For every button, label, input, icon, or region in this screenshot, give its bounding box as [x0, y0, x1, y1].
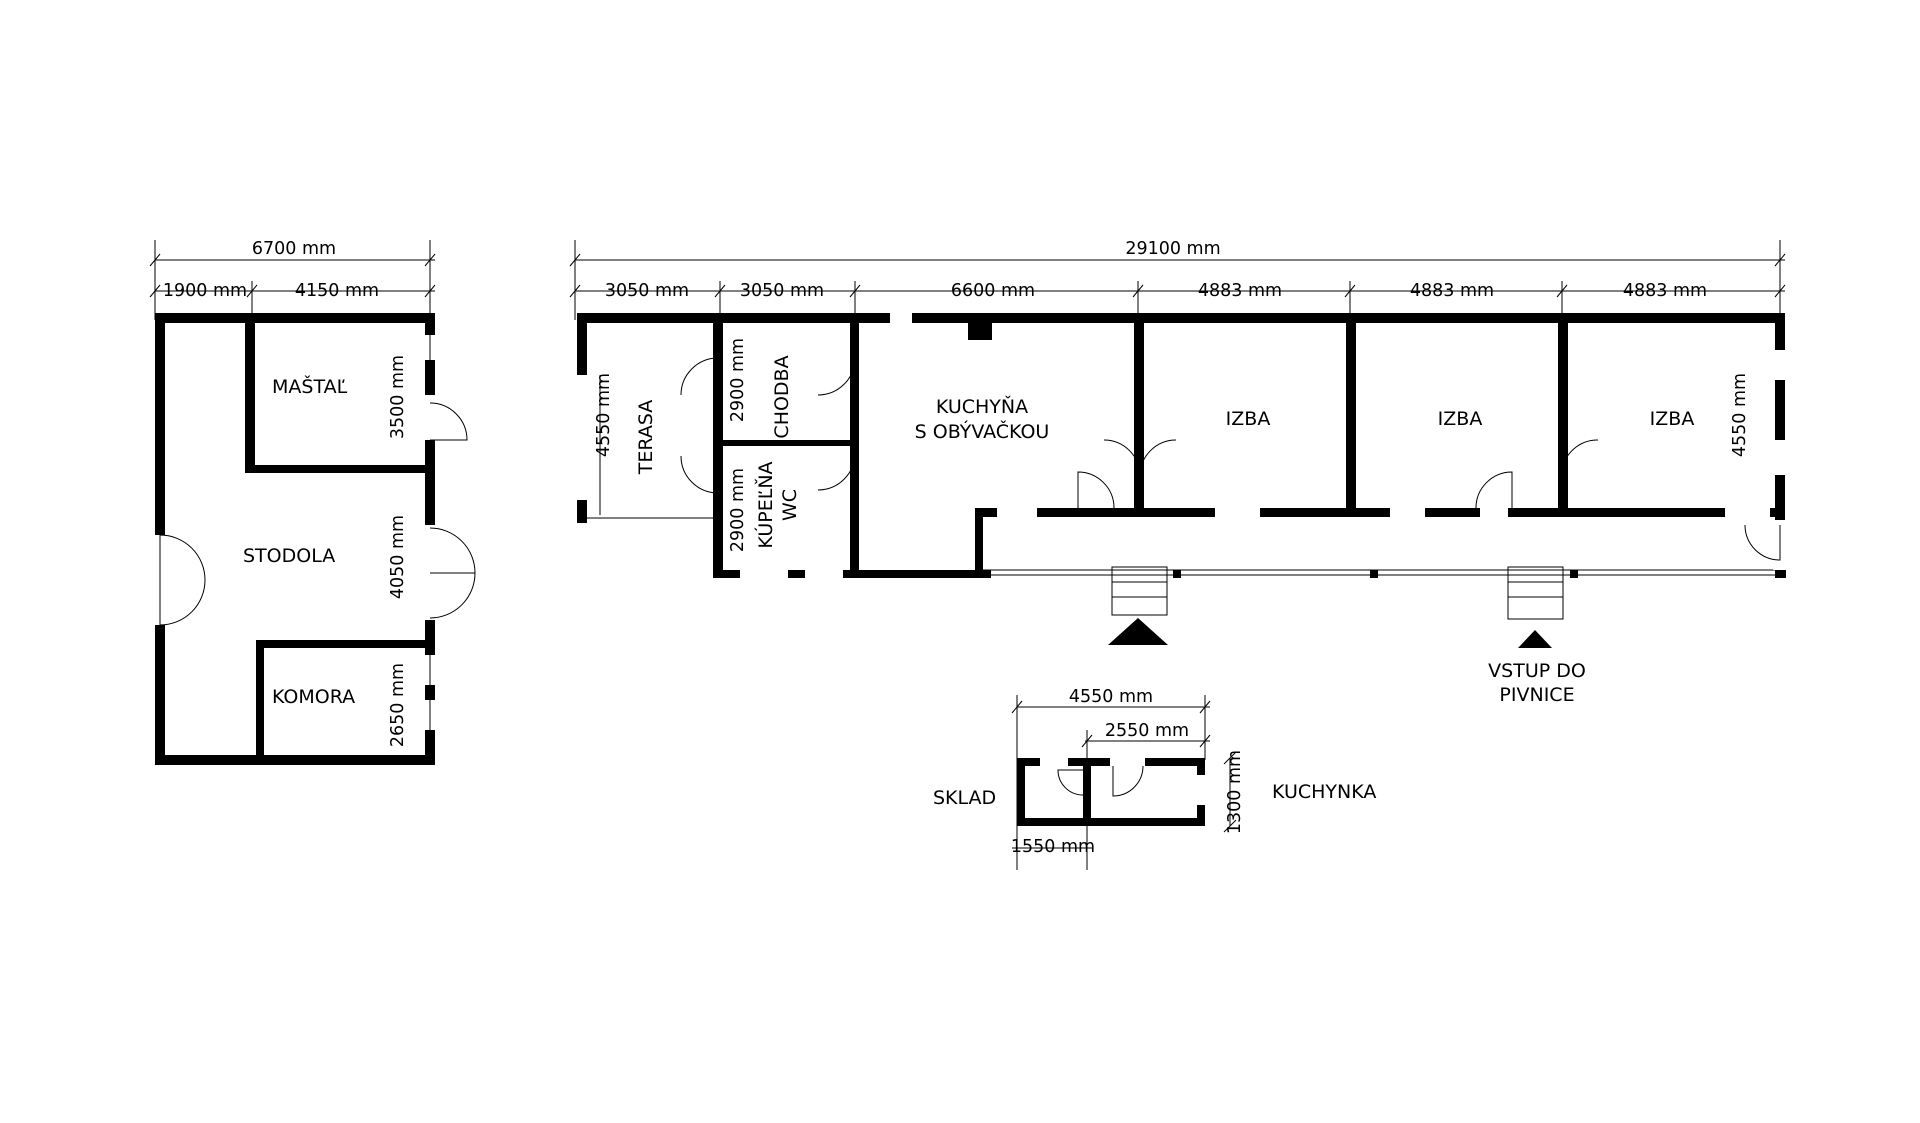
izba1-width-dim: 4883 mm: [1198, 281, 1282, 301]
entrance-stairs: [1108, 566, 1168, 645]
kupelna-height-dim: 2900 mm: [728, 468, 748, 552]
house-total-width: 29100 mm: [1125, 239, 1220, 259]
room-label-kupelna: KÚPEĽŇA: [753, 461, 777, 548]
chodba-height-dim: 2900 mm: [728, 338, 748, 422]
shed-building: 4550 mm 2550 mm 1550 mm 1300 mm SKLAD KU…: [933, 687, 1376, 870]
izba2-width-dim: 4883 mm: [1410, 281, 1494, 301]
stodola-height-dim: 4050 mm: [388, 515, 408, 599]
shed-doors: [1057, 765, 1144, 797]
barn-right-width: 4150 mm: [295, 281, 379, 301]
terrace-outline: [577, 375, 713, 523]
shed-left-width: 1550 mm: [1011, 837, 1095, 857]
shed-walls: [1017, 758, 1205, 826]
izba3-width-dim: 4883 mm: [1623, 281, 1707, 301]
room-label-kuchynka: KUCHYNKA: [1272, 781, 1376, 803]
shed-height-dim: 1300 mm: [1225, 750, 1245, 834]
komora-height-dim: 2650 mm: [388, 663, 408, 747]
barn-dimension-lines: [149, 240, 436, 320]
room-label-chodba: CHODBA: [771, 355, 793, 438]
room-label-wc: WC: [779, 489, 801, 521]
mastal-height-dim: 3500 mm: [388, 355, 408, 439]
room-label-izba-2: IZBA: [1438, 408, 1483, 430]
shed-total-width: 4550 mm: [1069, 687, 1153, 707]
room-label-izba-3: IZBA: [1650, 408, 1695, 430]
cellar-entrance-label-line1: VSTUP DO: [1488, 660, 1586, 682]
barn-left-width: 1900 mm: [163, 281, 247, 301]
room-label-izba-1: IZBA: [1226, 408, 1271, 430]
barn-building: 6700 mm 1900 mm 4150 mm 3500 mm 4050 mm …: [149, 239, 476, 765]
barn-doors: [159, 402, 476, 626]
house-doors: [680, 357, 1781, 561]
room-label-terasa: TERASA: [635, 400, 657, 475]
room-label-sklad: SKLAD: [933, 787, 996, 809]
room-label-mastal: MAŠTAĽ: [272, 374, 348, 398]
room-label-obyvacka: S OBÝVAČKOU: [915, 419, 1050, 443]
shed-right-width: 2550 mm: [1105, 721, 1189, 741]
barn-total-width: 6700 mm: [252, 239, 336, 259]
room-label-komora: KOMORA: [272, 686, 355, 708]
cellar-stairs: [1507, 566, 1564, 648]
chodba-width-dim: 3050 mm: [740, 281, 824, 301]
kuchyna-width-dim: 6600 mm: [951, 281, 1035, 301]
terasa-width-dim: 3050 mm: [605, 281, 689, 301]
terasa-height-dim: 4550 mm: [594, 373, 614, 457]
izba-height-dim: 4550 mm: [1730, 373, 1750, 457]
room-label-kuchyna: KUCHYŇA: [936, 395, 1028, 418]
house-building: 29100 mm 3050 mm 3050 mm 6600 mm 4883 mm…: [569, 239, 1787, 706]
room-label-stodola: STODOLA: [243, 545, 335, 567]
cellar-entrance-label-line2: PIVNICE: [1499, 684, 1574, 706]
